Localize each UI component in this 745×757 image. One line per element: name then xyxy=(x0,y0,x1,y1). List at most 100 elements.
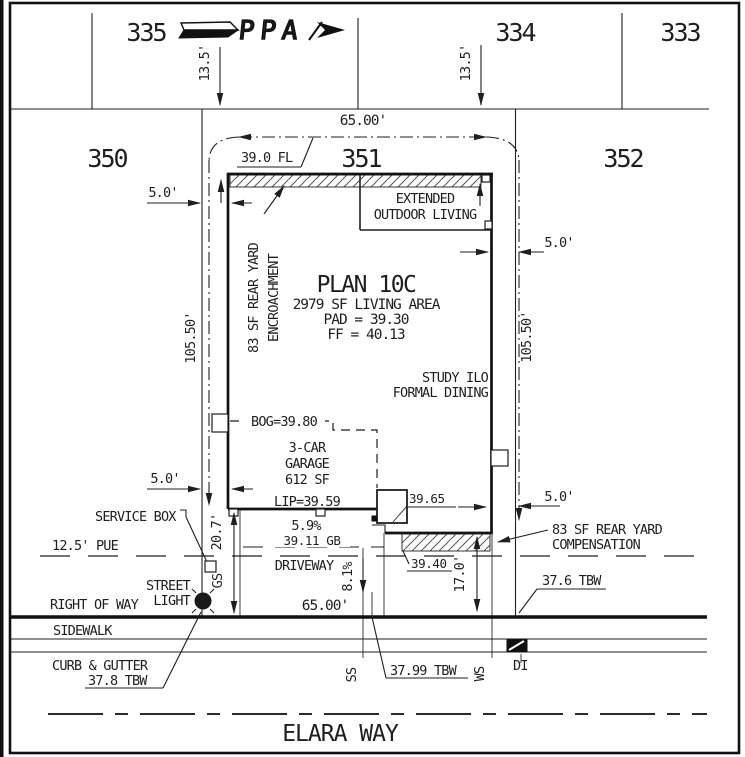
service-box-icon xyxy=(204,560,217,573)
svg-text:5.0': 5.0' xyxy=(544,235,573,251)
tbw-37-8: 37.8 TBW xyxy=(85,611,202,689)
drain-inlet: DI xyxy=(506,638,528,674)
compensation-label-2: COMPENSATION xyxy=(552,537,641,553)
dim-5-left-upper: 5.0' xyxy=(147,178,252,207)
svg-text:5.0': 5.0' xyxy=(544,489,573,505)
dim-13-5-right-label: 13.5' xyxy=(458,45,474,82)
dim-13-5-right: 13.5' xyxy=(458,45,485,107)
dim-20-7-label: 20.7' xyxy=(209,514,225,551)
pue-label: 12.5' PUE xyxy=(52,538,119,554)
spot-39-65: 39.65 xyxy=(406,491,456,508)
eol-label-1: EXTENDED xyxy=(396,191,455,207)
utility-box-west-icon xyxy=(211,413,229,433)
lot-label-350: 350 xyxy=(87,144,127,173)
dim-105-50-east-label: 105.50' xyxy=(519,311,535,362)
eol-corner-mark-top xyxy=(481,174,491,183)
ppa-text: PPA xyxy=(237,16,305,46)
street-light-icon xyxy=(194,592,212,610)
eol-label-2: OUTDOOR LIVING xyxy=(374,207,477,223)
dim-5-left-lower: 5.0' xyxy=(147,471,253,493)
eol-corner-mark-bottom xyxy=(484,220,493,230)
ppa-symbol-icon: PPA xyxy=(178,15,345,47)
plan-info-block: PLAN 10C 2979 SF LIVING AREA PAD = 39.30… xyxy=(293,272,442,343)
house-351: EXTENDED OUTDOOR LIVING 83 SF REAR YARD … xyxy=(211,172,509,535)
sewer-service: 8.1% SS xyxy=(340,548,367,682)
lot-label-335: 335 xyxy=(126,18,166,47)
svg-text:5.0': 5.0' xyxy=(150,471,179,487)
ss-label: SS xyxy=(344,667,360,682)
service-box: SERVICE BOX xyxy=(95,509,217,573)
dim-5-right-lower: 5.0' xyxy=(458,489,574,511)
rear-yard-encroachment-note: 83 SF REAR YARD ENCROACHMENT xyxy=(246,185,285,353)
grade-fl-label: 39.0 FL xyxy=(241,150,293,166)
ws-label: WS xyxy=(472,666,488,681)
entry-porch xyxy=(371,489,408,533)
dim-65-top-label: 65.00' xyxy=(340,113,386,129)
study-label-1: STUDY ILO xyxy=(422,370,489,386)
garage-label-3: 612 SF xyxy=(285,472,330,488)
plan-pad: PAD = 39.30 xyxy=(323,312,408,328)
driveway-label: DRIVEWAY xyxy=(275,558,334,574)
svg-text:37.6 TBW: 37.6 TBW xyxy=(542,573,602,589)
lot-label-334: 334 xyxy=(495,18,535,47)
garage-slope-label: 5.9% xyxy=(291,518,321,534)
dim-17-0-label: 17.0' xyxy=(452,556,468,593)
extended-outdoor-living: EXTENDED OUTDOOR LIVING xyxy=(359,174,493,231)
grade-break-label: 39.11 GB xyxy=(283,533,340,548)
dim-13-5-left: 13.5' xyxy=(197,45,224,107)
street-light-label-1: STREET xyxy=(146,578,191,594)
lip-label: LIP=39.59 xyxy=(274,494,341,510)
bog-label: BOG=39.80 xyxy=(251,414,318,430)
encroachment-label-1: 83 SF REAR YARD xyxy=(246,242,262,353)
dim-5-right-upper: 5.0' xyxy=(460,182,574,256)
dim-13-5-left-label: 13.5' xyxy=(197,45,213,82)
service-box-label: SERVICE BOX xyxy=(95,509,176,525)
plan-ff: FF = 40.13 xyxy=(327,327,405,343)
dim-65-bottom-label: 65.00' xyxy=(302,598,348,614)
svg-text:39.65: 39.65 xyxy=(409,491,445,506)
compensation-hatch xyxy=(401,533,491,552)
grade-fl: 39.0 FL xyxy=(237,137,314,168)
garage-label-2: GARAGE xyxy=(285,456,330,472)
svg-text:39.40: 39.40 xyxy=(411,556,447,571)
sidewalk-label: SIDEWALK xyxy=(53,623,113,639)
water-service: WS xyxy=(472,533,493,681)
lot-label-333: 333 xyxy=(660,18,700,47)
rear-lots: 335 334 333 PPA 13.5' 13.5' xyxy=(10,13,709,110)
rear-yard-compensation: 83 SF REAR YARD COMPENSATION 39.40 xyxy=(401,522,663,572)
plan-name: PLAN 10C xyxy=(317,272,416,298)
bog-line: BOG=39.80 xyxy=(230,414,378,488)
tbw-37-6: 37.6 TBW xyxy=(518,573,606,614)
rear-yard-encroachment-hatch xyxy=(229,174,482,188)
utility-box-east-icon xyxy=(490,449,509,467)
street-name-label: ELARA WAY xyxy=(282,721,399,747)
svg-text:5.0': 5.0' xyxy=(148,185,177,201)
street-light-label-2: LIGHT xyxy=(153,593,190,609)
encroachment-label-2: ENCROACHMENT xyxy=(266,253,282,342)
dim-105-50-west-label: 105.50' xyxy=(183,312,199,363)
study-note: STUDY ILO FORMAL DINING xyxy=(393,370,490,401)
street-light: STREET LIGHT xyxy=(146,578,215,614)
svg-text:37.99 TBW: 37.99 TBW xyxy=(390,663,458,679)
porch-post-icon xyxy=(371,515,378,522)
lot-dimension-string xyxy=(205,133,523,522)
lot-351-boundary: 350 351 352 65.00' 105.50' 105.50' 39.0 … xyxy=(87,109,645,617)
garage-jamb-right-icon xyxy=(315,508,326,517)
study-label-2: FORMAL DINING xyxy=(393,385,489,401)
tbw-37-99: 37.99 TBW xyxy=(371,592,468,679)
curb-gutter-label: CURB & GUTTER xyxy=(52,658,149,674)
di-label: DI xyxy=(513,658,528,674)
garage-label-1: 3-CAR xyxy=(289,440,327,456)
gs-label: GS xyxy=(210,573,226,588)
dim-20-7: 20.7' GS xyxy=(209,511,238,615)
dim-17-0: 17.0' xyxy=(452,535,481,613)
front-yard: 5.9% 39.11 GB 12.5' PUE DRIVEWAY 20.7' G… xyxy=(40,509,707,682)
spot-39-40: 39.40 xyxy=(402,550,452,572)
lot-label-351: 351 xyxy=(341,144,381,173)
plan-living-area: 2979 SF LIVING AREA xyxy=(293,297,441,313)
right-of-way-label: RIGHT OF WAY xyxy=(50,597,139,613)
house-outline xyxy=(226,172,493,535)
